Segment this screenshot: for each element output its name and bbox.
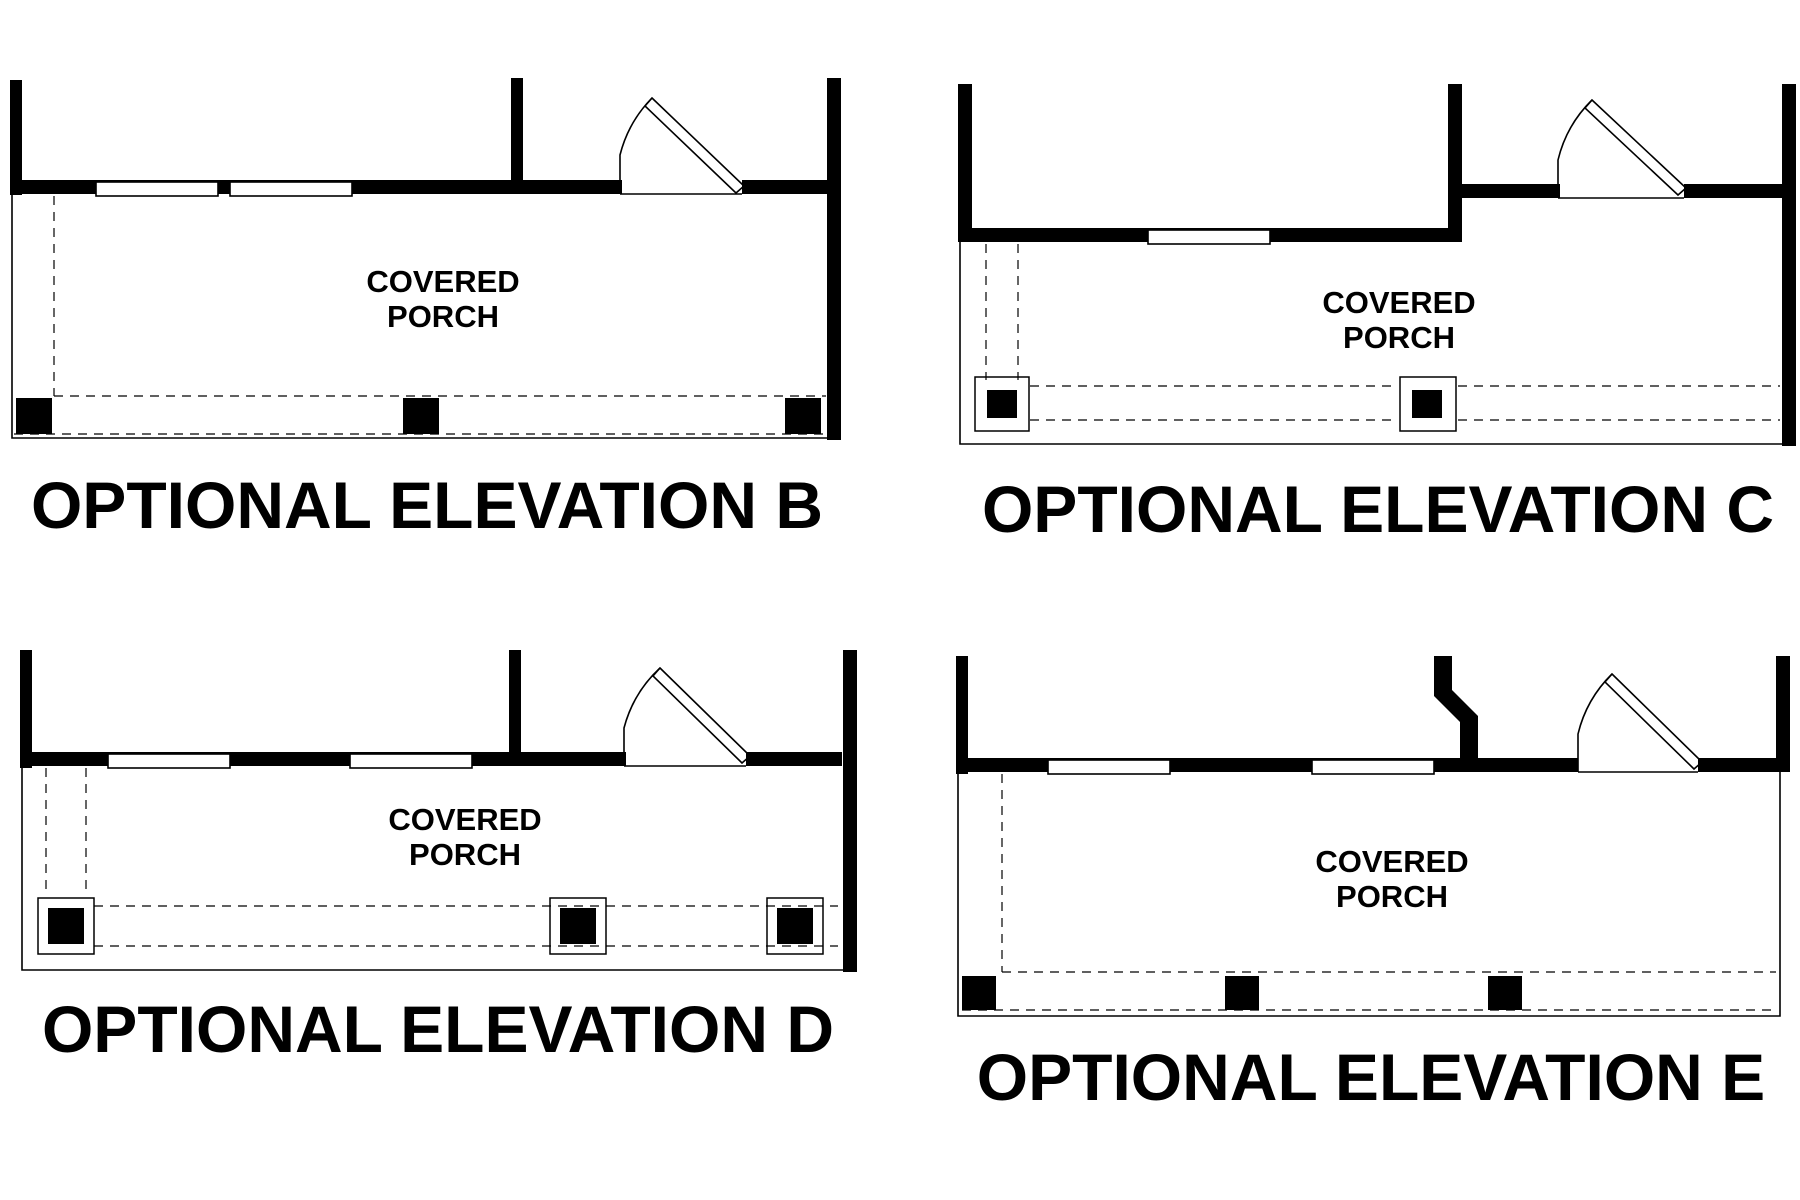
plan-elevation-c: COVERED PORCH OPTIONAL ELEVATION C <box>958 84 1796 546</box>
wall-right <box>843 650 857 972</box>
column <box>1488 976 1522 1010</box>
wall-top-right <box>742 180 832 194</box>
column <box>560 908 596 944</box>
wall-partition <box>511 78 523 194</box>
column <box>777 908 813 944</box>
window <box>1311 759 1435 775</box>
door-swing <box>623 666 752 767</box>
wall-left <box>958 84 972 242</box>
column <box>962 976 996 1010</box>
porch-slab-outline <box>21 766 846 971</box>
column-base <box>37 897 95 955</box>
wall-top-right <box>1698 758 1780 772</box>
elevation-title: OPTIONAL ELEVATION C <box>982 472 1774 546</box>
elevation-title: OPTIONAL ELEVATION E <box>977 1040 1765 1114</box>
wall-jog <box>1434 656 1478 772</box>
porch-slab-outline <box>959 242 1784 445</box>
wall-right <box>827 78 841 440</box>
column <box>403 398 439 434</box>
column-base <box>549 897 607 955</box>
window <box>229 181 353 197</box>
plan-elevation-e: COVERED PORCH OPTIONAL ELEVATION E <box>956 656 1790 1114</box>
door-swing <box>619 96 746 195</box>
wall-left <box>956 656 968 774</box>
column-base <box>1399 376 1457 432</box>
column <box>16 398 52 434</box>
porch-slab-outline <box>957 772 1781 1017</box>
room-label: COVERED <box>1315 844 1468 879</box>
room-label: PORCH <box>1343 320 1455 355</box>
door-swing <box>1557 98 1688 199</box>
wall-right <box>1776 656 1790 772</box>
window <box>1047 759 1171 775</box>
column <box>48 908 84 944</box>
column <box>987 390 1017 418</box>
room-label: PORCH <box>1336 879 1448 914</box>
column-base <box>766 897 824 955</box>
room-label: COVERED <box>388 802 541 837</box>
wall-right <box>1782 84 1796 446</box>
wall-partition <box>509 650 521 766</box>
window <box>349 753 473 769</box>
wall-left <box>10 80 22 195</box>
plan-elevation-d: COVERED PORCH OPTIONAL ELEVATION D <box>20 650 857 1066</box>
column <box>1412 390 1442 418</box>
wall-top-right <box>746 752 842 766</box>
wall-left <box>20 650 32 768</box>
door-swing <box>1577 672 1704 773</box>
room-label: COVERED <box>366 264 519 299</box>
window <box>107 753 231 769</box>
window <box>95 181 219 197</box>
room-label: COVERED <box>1322 285 1475 320</box>
wall-top-right <box>1684 184 1790 198</box>
wall-step <box>1448 84 1462 242</box>
column-base <box>974 376 1030 432</box>
window <box>1147 229 1271 245</box>
column <box>785 398 821 434</box>
column <box>1225 976 1259 1010</box>
elevation-title: OPTIONAL ELEVATION B <box>31 468 823 542</box>
wall-top <box>1448 184 1560 198</box>
room-label: PORCH <box>387 299 499 334</box>
plan-elevation-b: COVERED PORCH OPTIONAL ELEVATION B <box>10 78 841 542</box>
elevation-title: OPTIONAL ELEVATION D <box>42 992 834 1066</box>
room-label: PORCH <box>409 837 521 872</box>
porch-slab-outline <box>11 194 830 439</box>
